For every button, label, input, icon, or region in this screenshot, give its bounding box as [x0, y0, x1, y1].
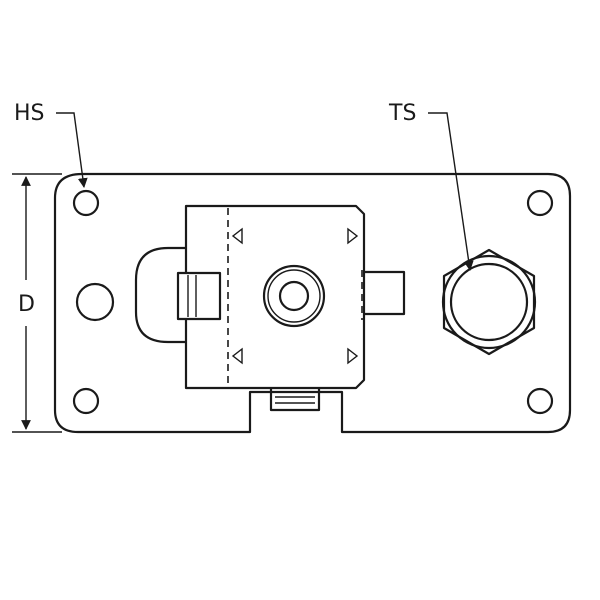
center-nut-outer: [262, 264, 326, 328]
hex-fitting: [442, 248, 536, 356]
center-nut-ring: [267, 269, 321, 323]
triangle-marker: [231, 347, 243, 365]
hole-spacing-leader: [56, 112, 88, 188]
valve-body: [184, 204, 366, 390]
triangle-marker: [231, 227, 243, 245]
mounting-hole-top-right: [526, 189, 554, 217]
bottom-fitting: [269, 386, 321, 412]
thread-size-leader: [428, 112, 474, 271]
depth-label: D: [18, 292, 35, 317]
hex-fitting-outer-circle: [441, 254, 537, 350]
left-rounded-tab: [134, 246, 188, 344]
right-stub: [362, 270, 406, 316]
mounting-hole-bottom-left: [72, 387, 100, 415]
base-plate-outline: [53, 172, 572, 434]
triangle-marker: [347, 347, 359, 365]
mounting-hole-bottom-right: [526, 387, 554, 415]
center-left-hole: [75, 282, 115, 322]
hole-spacing-label: HS: [14, 101, 45, 126]
thread-size-label: TS: [388, 101, 416, 126]
mounting-hole-top-left: [72, 189, 100, 217]
hex-fitting-inner-circle: [449, 262, 529, 342]
center-nut-bore: [278, 280, 310, 312]
triangle-marker: [347, 227, 359, 245]
side-port: [176, 271, 222, 321]
